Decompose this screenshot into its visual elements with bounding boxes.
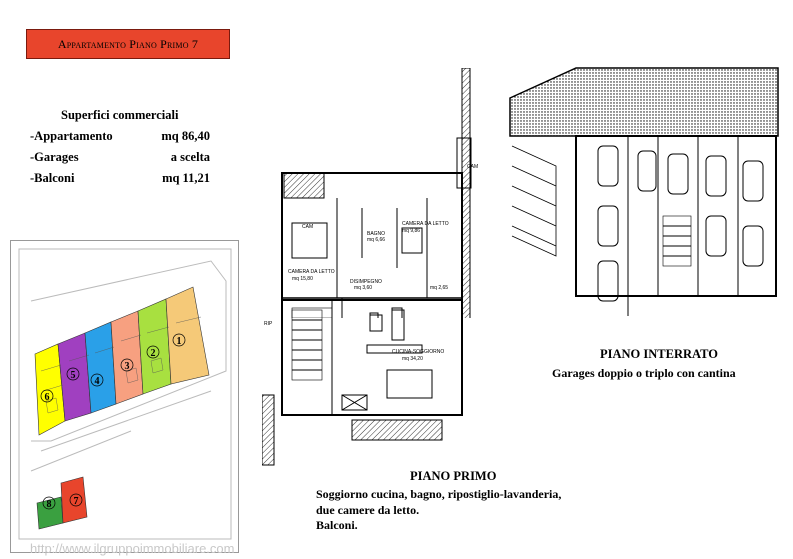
surface-value: a scelta — [170, 150, 210, 164]
unit-7-block — [60, 476, 88, 524]
unit-8-number: 8 — [47, 499, 52, 510]
label-camera2-area: mq 9,86 — [402, 228, 420, 234]
interrato-title: PIANO INTERRATO — [600, 347, 718, 361]
label-cucina-area: mq 34,20 — [402, 356, 423, 362]
unit-3-block — [110, 310, 144, 405]
primo-title: PIANO PRIMO — [410, 469, 497, 483]
label-camera1: CAMERA DA LETTO — [288, 269, 335, 275]
label-cam: CAM — [302, 224, 313, 230]
key-plan: 6 5 4 3 2 1 8 7 — [10, 240, 239, 553]
interrato-subtitle: Garages doppio o triplo con cantina — [552, 366, 736, 380]
label-cucina: CUCINA-SOGGIORNO — [392, 349, 444, 355]
primo-desc-line: due camere da letto. — [316, 502, 420, 517]
label-rip: RIP — [264, 321, 273, 327]
unit-4-number: 4 — [95, 376, 100, 387]
piano-primo-plan-lower: CUCINA-SOGGIORNO mq 34,20 RIP — [262, 299, 463, 466]
unit-2-number: 2 — [151, 348, 156, 359]
label-disimpegno-area: mq 3,60 — [354, 285, 372, 291]
unit-1-number: 1 — [177, 336, 182, 347]
unit-3-number: 3 — [125, 361, 130, 372]
label-rip-area: mq 2,65 — [430, 285, 448, 291]
unit-5-number: 5 — [71, 370, 76, 381]
key-plan-drawing: 6 5 4 3 2 1 8 7 — [18, 248, 232, 540]
surface-value: mq 11,21 — [162, 171, 210, 185]
label-camera2: CAMERA DA LETTO — [402, 221, 449, 227]
label-bagno-area: mq 6,66 — [367, 237, 385, 243]
label-camera1-area: mq 15,80 — [292, 276, 313, 282]
primo-desc-line: Soggiorno cucina, bagno, ripostiglio-lav… — [316, 487, 562, 501]
apartment-title: Appartamento Piano Primo 7 — [57, 36, 199, 51]
piano-primo-plan: CAMERA DA LETTO mq 15,80 BAGNO mq 6,66 C… — [281, 68, 478, 318]
label-cam-stair: CAM — [467, 164, 478, 170]
watermark: http://www.ilgruppoimmobiliare.com — [30, 541, 235, 556]
piano-interrato-plan — [509, 67, 779, 316]
surface-label: -Appartamento — [30, 129, 113, 143]
label-bagno: BAGNO — [367, 231, 385, 237]
unit-6-number: 6 — [45, 392, 50, 403]
apartment-title-box: Appartamento Piano Primo 7 — [26, 29, 230, 59]
surface-value: mq 86,40 — [161, 129, 210, 143]
primo-desc-line: Balconi. — [316, 518, 358, 532]
surfaces-title: Superfici commerciali — [61, 108, 179, 122]
label-disimpegno: DISIMPEGNO — [350, 279, 382, 285]
surface-label: -Balconi — [30, 171, 75, 185]
unit-7-number: 7 — [74, 496, 79, 507]
primo-description: Soggiorno cucina, bagno, ripostiglio-lav… — [316, 487, 561, 534]
unit-1-block — [165, 286, 210, 385]
surface-label: -Garages — [30, 150, 79, 164]
